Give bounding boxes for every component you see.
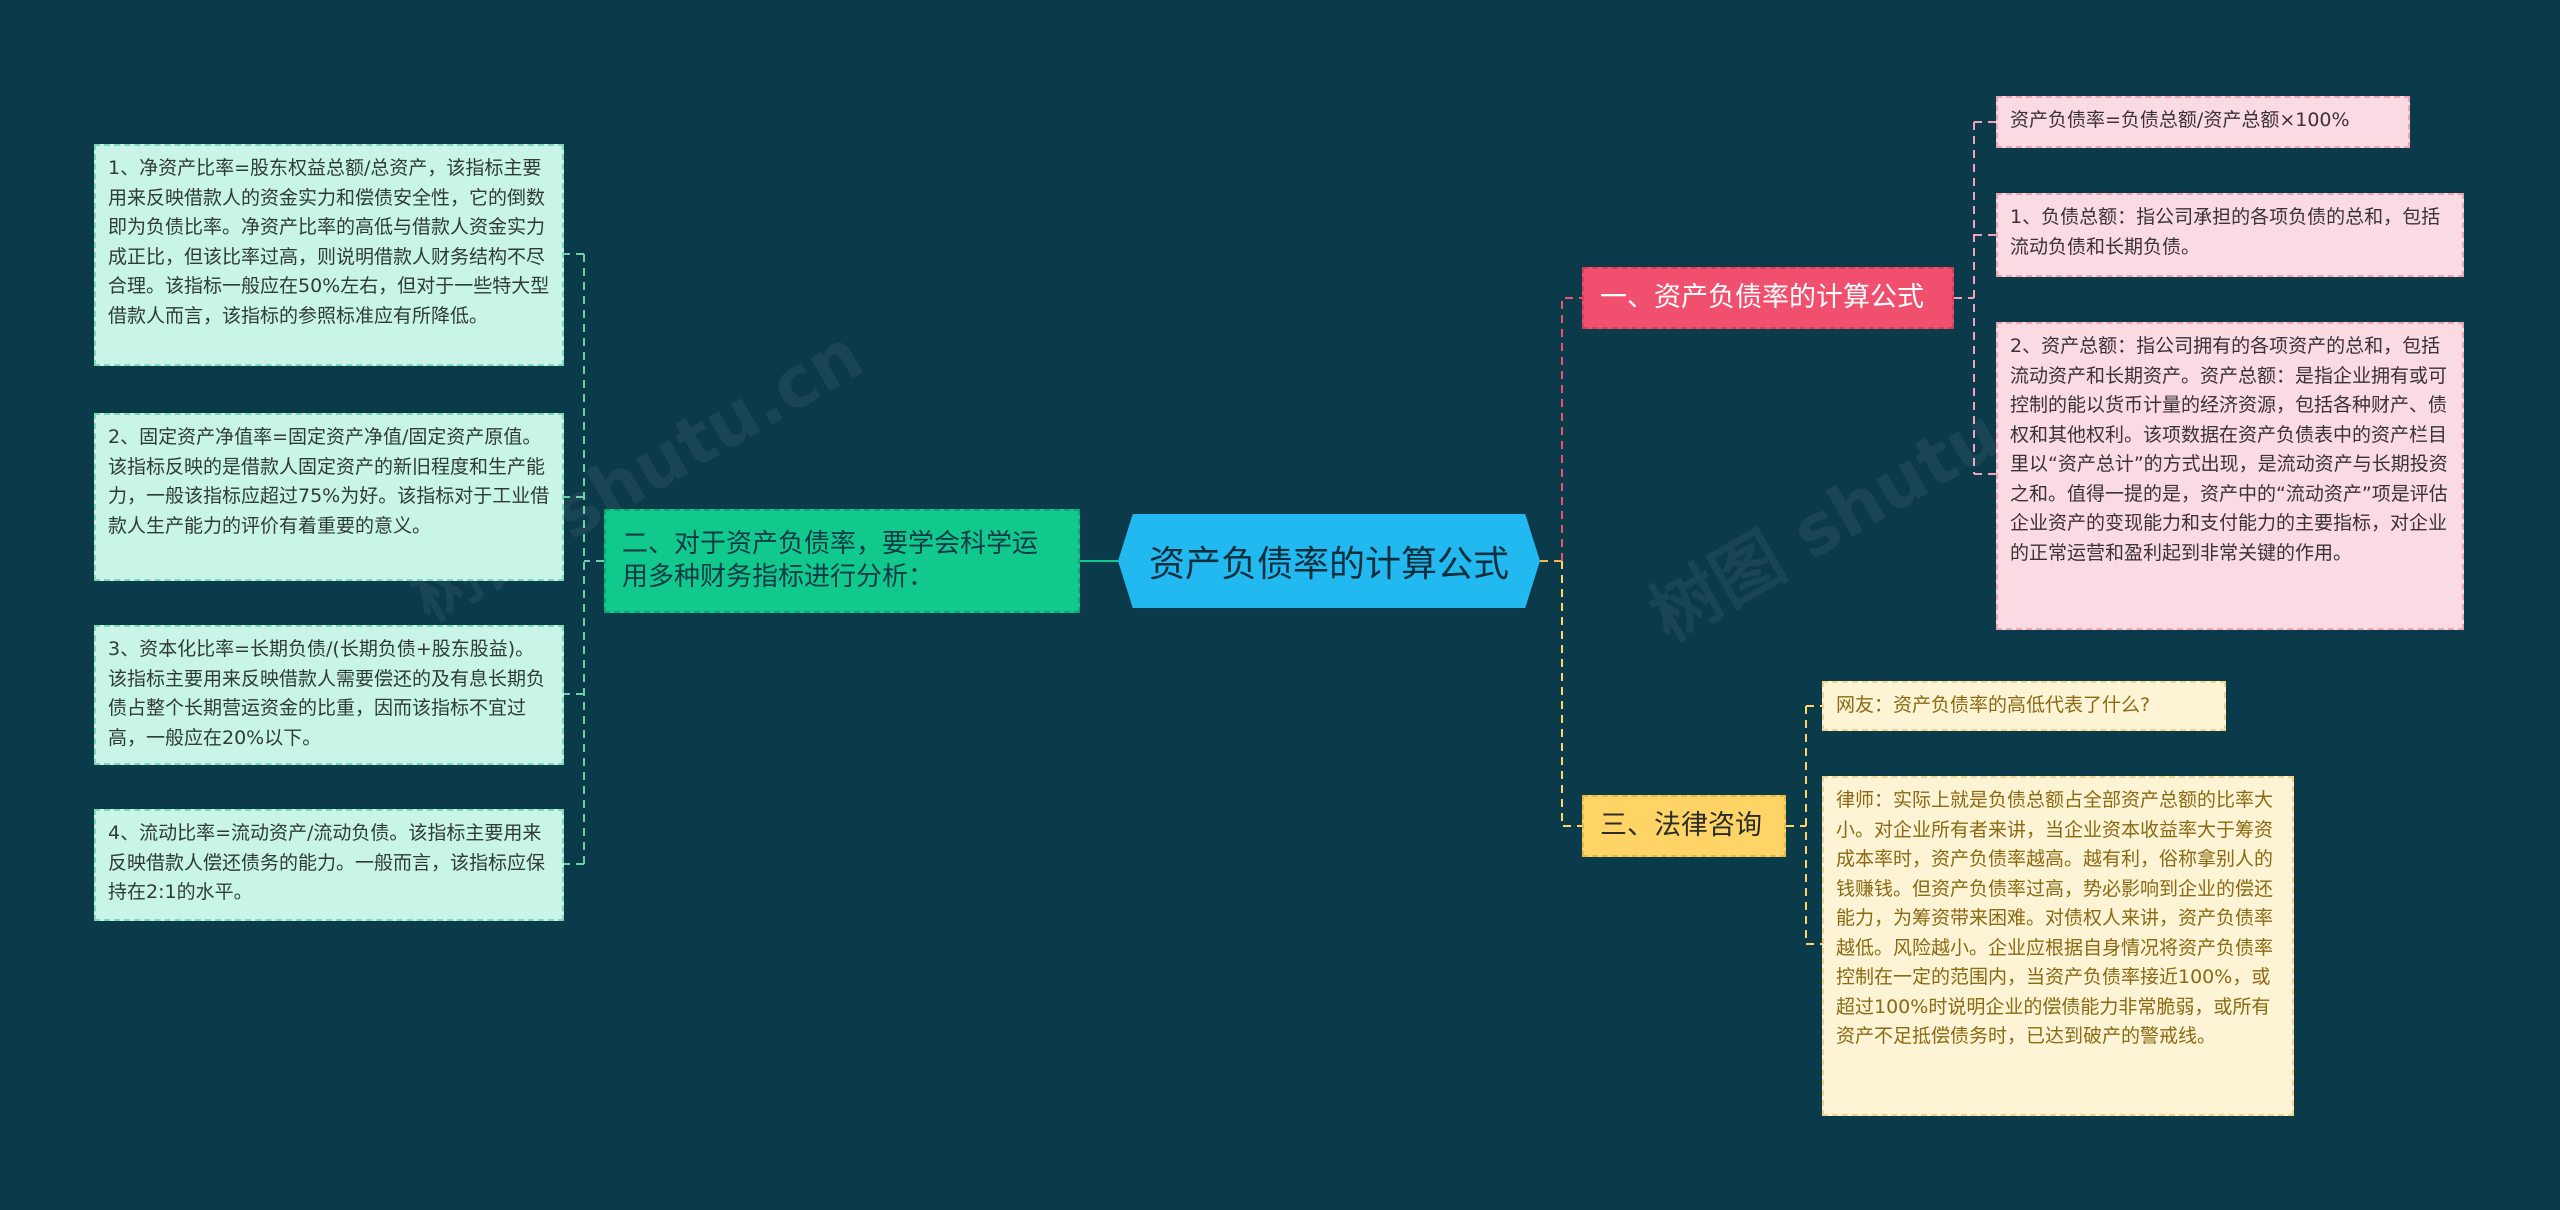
- root-node[interactable]: 资产负债率的计算公式: [1118, 514, 1540, 608]
- leaf-analysis-2[interactable]: 2、固定资产净值率=固定资产净值/固定资产原值。该指标反映的是借款人固定资产的新…: [94, 413, 564, 581]
- leaf-analysis-4[interactable]: 4、流动比率=流动资产/流动负债。该指标主要用来反映借款人偿还债务的能力。一般而…: [94, 809, 564, 921]
- leaf-formula-1[interactable]: 资产负债率=负债总额/资产总额×100%: [1996, 96, 2410, 148]
- connector-root-right: [1540, 297, 1582, 827]
- root-label: 资产负债率的计算公式: [1148, 544, 1509, 585]
- leaf-legal-question[interactable]: 网友：资产负债率的高低代表了什么?: [1822, 681, 2226, 731]
- branch-analysis-label: 二、对于资产负债率，要学会科学运用多种财务指标进行分析：: [622, 529, 1039, 592]
- branch-formula-label: 一、资产负债率的计算公式: [1600, 282, 1924, 313]
- connector-formula-leaves: [1954, 121, 1996, 475]
- connector-analysis-leaves: [564, 253, 604, 865]
- leaf-analysis-3[interactable]: 3、资本化比率=长期负债/(长期负债+股东股益)。该指标主要用来反映借款人需要偿…: [94, 625, 564, 765]
- leaf-formula-3[interactable]: 2、资产总额：指公司拥有的各项资产的总和，包括流动资产和长期资产。资产总额：是指…: [1996, 322, 2464, 630]
- branch-legal-label: 三、法律咨询: [1600, 810, 1762, 841]
- connector-legal-leaves: [1786, 705, 1822, 945]
- leaf-legal-answer[interactable]: 律师：实际上就是负债总额占全部资产总额的比率大小。对企业所有者来讲，当企业资本收…: [1822, 776, 2294, 1116]
- branch-analysis[interactable]: 二、对于资产负债率，要学会科学运用多种财务指标进行分析：: [604, 509, 1080, 613]
- leaf-analysis-1[interactable]: 1、净资产比率=股东权益总额/总资产，该指标主要用来反映借款人的资金实力和偿债安…: [94, 144, 564, 366]
- branch-legal[interactable]: 三、法律咨询: [1582, 795, 1786, 857]
- leaf-formula-2[interactable]: 1、负债总额：指公司承担的各项负债的总和，包括流动负债和长期负债。: [1996, 193, 2464, 277]
- branch-formula[interactable]: 一、资产负债率的计算公式: [1582, 267, 1954, 329]
